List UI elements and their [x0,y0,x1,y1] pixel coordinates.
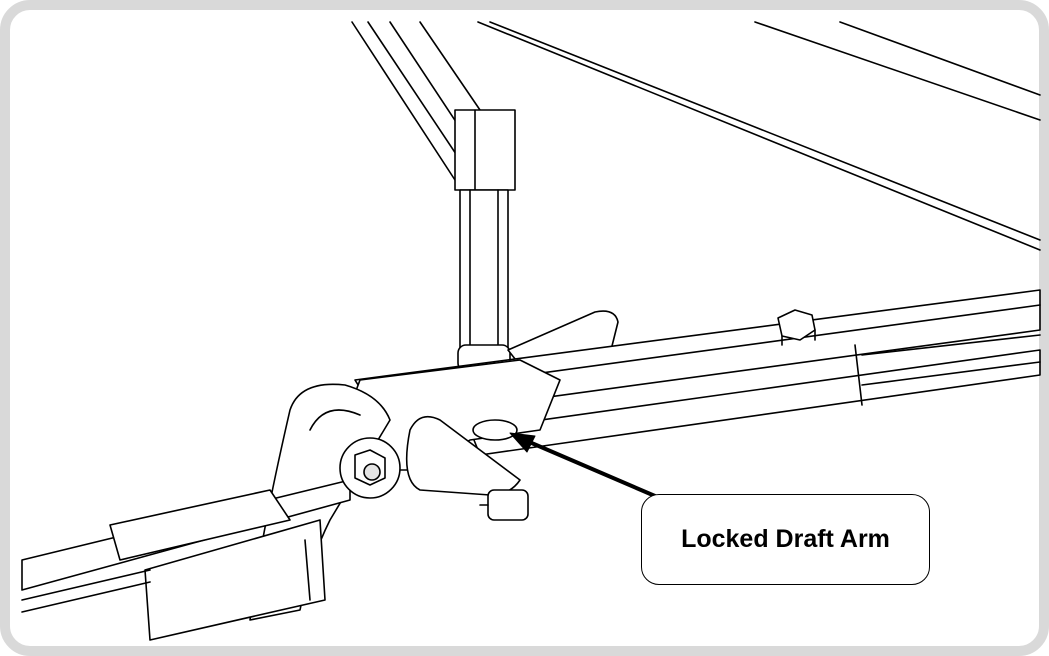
vertical-pin [457,189,511,372]
square-tube [454,109,516,191]
callout-box: Locked Draft Arm [641,494,930,585]
bracket-bolt [339,437,401,499]
arrow-pointer-icon [509,432,657,498]
hex-nut [777,309,816,346]
lower-pin [479,489,529,521]
lower-left-rails [21,479,351,641]
frame-rail [477,21,1041,251]
callout-label: Locked Draft Arm [681,525,890,553]
